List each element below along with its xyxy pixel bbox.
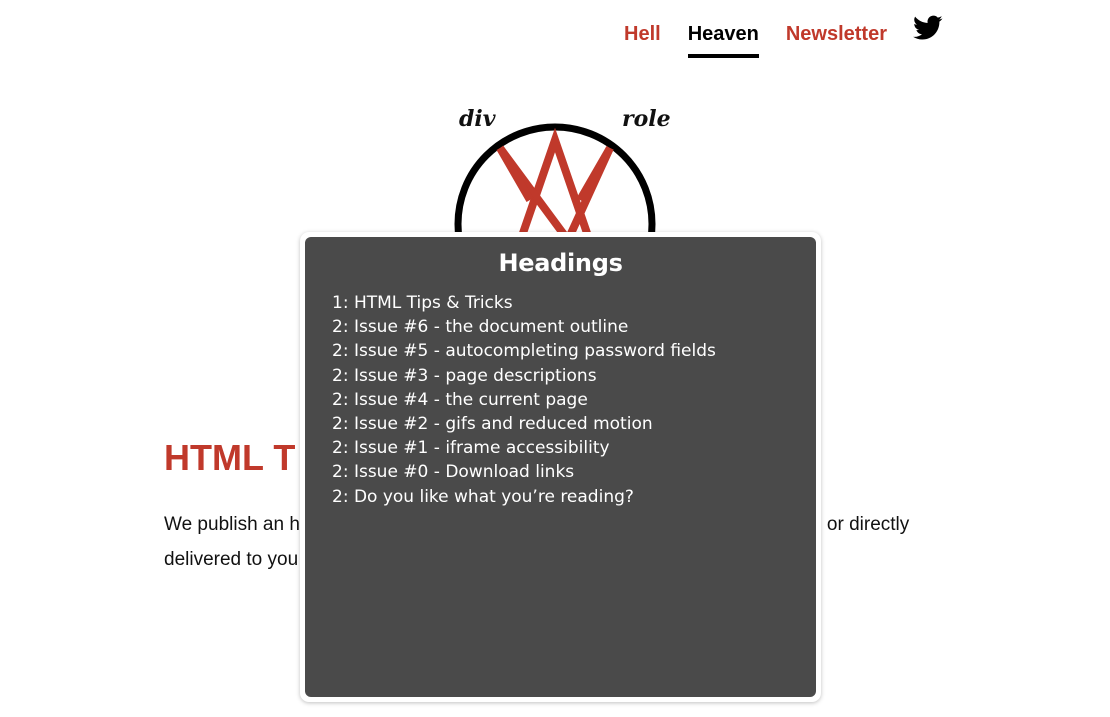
heading-item[interactable]: 2: Do you like what you’re reading? [332, 486, 634, 507]
twitter-bird-icon [913, 15, 943, 40]
heading-item[interactable]: 2: Issue #0 - Download links [332, 462, 575, 483]
twitter-icon[interactable] [913, 15, 943, 53]
heading-item[interactable]: 2: Issue #3 - page descriptions [332, 365, 597, 386]
headings-panel-title: Headings [498, 249, 623, 277]
heading-item[interactable]: 2: Issue #5 - autocompleting password fi… [332, 341, 716, 362]
headings-panel: Headings 1: HTML Tips & Tricks 2: Issue … [300, 232, 821, 702]
nav-link-hell[interactable]: Hell [624, 23, 661, 45]
site-logo[interactable]: div role [450, 100, 671, 260]
heading-item[interactable]: 2: Issue #2 - gifs and reduced motion [332, 414, 653, 435]
headings-list: 1: HTML Tips & Tricks 2: Issue #6 - the … [305, 291, 816, 509]
logo-word-div: div [459, 106, 496, 132]
heading-item[interactable]: 1: HTML Tips & Tricks [332, 293, 513, 313]
heading-item[interactable]: 2: Issue #6 - the document outline [332, 317, 629, 338]
intro-text-end: or directly [826, 514, 910, 535]
pentagram-icon [454, 123, 656, 260]
heading-item[interactable]: 2: Issue #1 - iframe accessibility [332, 438, 610, 459]
logo-word-role: role [622, 106, 671, 132]
intro-paragraph: We publish an h or directly delivered to … [164, 507, 924, 577]
headings-panel-body: Headings 1: HTML Tips & Tricks 2: Issue … [305, 237, 816, 697]
intro-text-start: We publish an h [164, 514, 300, 535]
page-title: HTML T [164, 437, 296, 478]
nav-link-heaven[interactable]: Heaven [687, 22, 759, 58]
nav-link-newsletter[interactable]: Newsletter [785, 23, 887, 45]
heading-item[interactable]: 2: Issue #4 - the current page [332, 389, 588, 410]
intro-text-line2: delivered to you [164, 549, 299, 570]
main-nav: Hell Heaven Newsletter [624, 15, 943, 58]
